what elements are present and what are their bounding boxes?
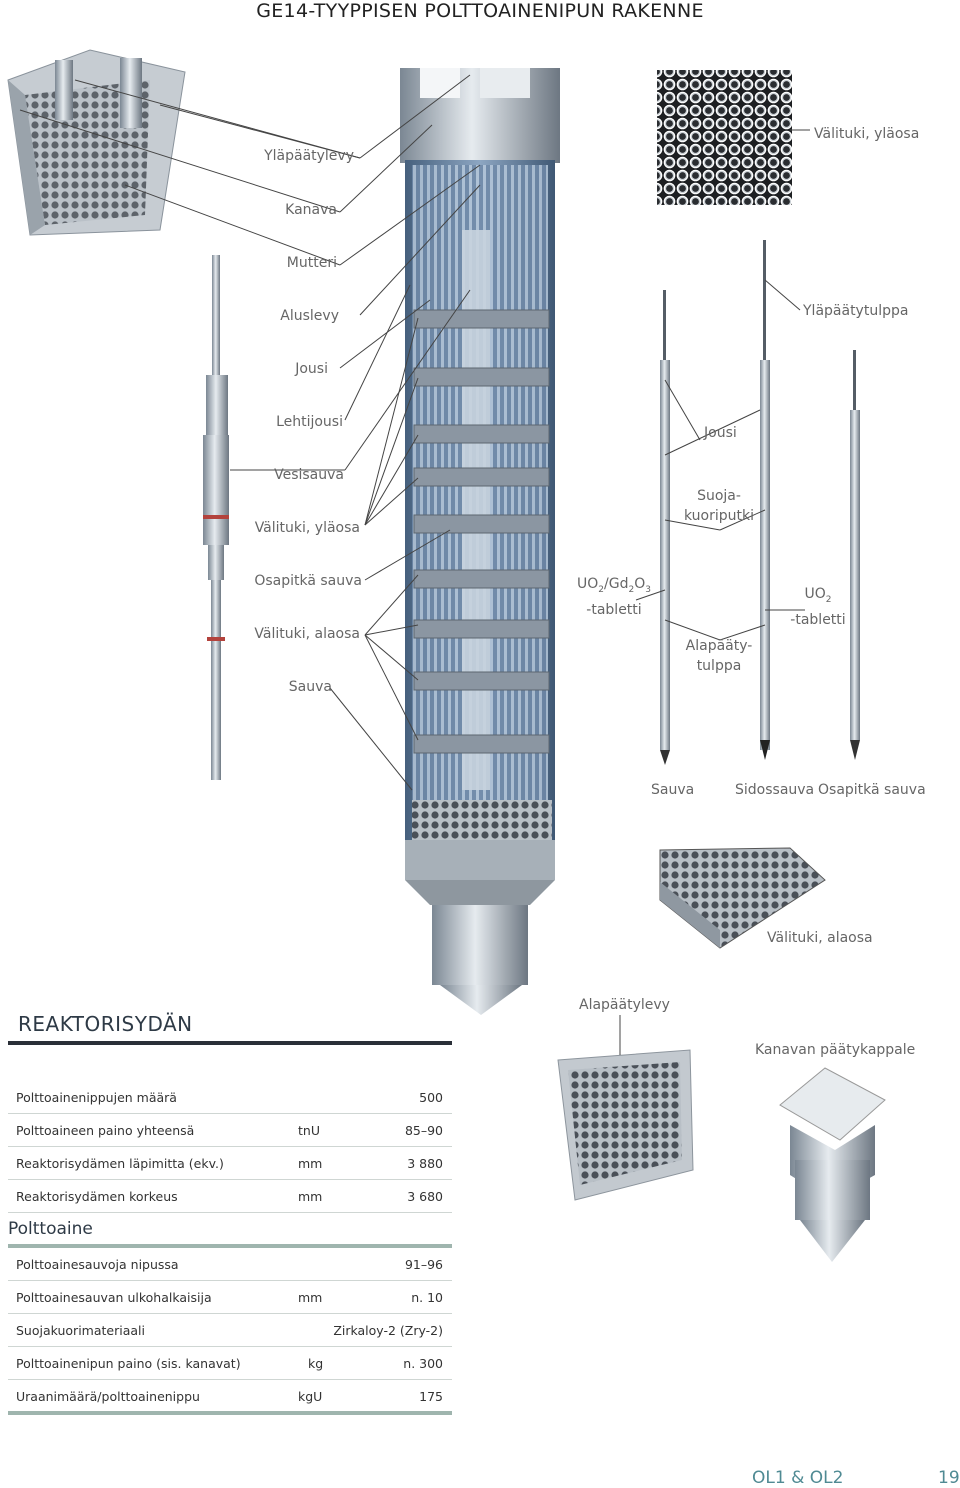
leader-lines: [19, 74, 810, 1055]
section-divider: [8, 1244, 452, 1248]
label-part-length-rod-bottom: Osapitkä sauva: [818, 782, 926, 798]
label-upper-tie-plate: Yläpäätylevy: [264, 148, 354, 164]
lower-spacer-image: [659, 847, 826, 949]
table-row: Reaktorisydämen korkeus mm 3 680: [8, 1179, 452, 1213]
page-number: 19: [938, 1468, 960, 1488]
table-row: Suojakuorimateriaali Zirkaloy-2 (Zry-2): [8, 1313, 452, 1347]
table-row: Uraanimäärä/polttoainenippu kgU 175: [16, 1389, 443, 1404]
table-row: Polttoainesauvoja nipussa 91–96: [8, 1247, 452, 1281]
table-row: Polttoainenippujen määrä 500: [8, 1080, 452, 1114]
label-spacer-top-right: Välituki, yläosa: [814, 126, 920, 142]
label-water-rod: Vesisauva: [274, 467, 344, 483]
label-lower-spacer: Välituki, alaosa: [254, 626, 360, 642]
section-heading-reactor-core: REAKTORISYDÄN: [18, 1012, 193, 1036]
table-row: Polttoaineen paino yhteensä tnU 85–90: [8, 1113, 452, 1147]
table-row: Polttoainesauvan ulkohalkaisija mm n. 10: [8, 1280, 452, 1314]
label-uo2-pellet: UO2 -tabletti: [790, 586, 846, 628]
label-upper-end-plug: Yläpäätytulppa: [803, 303, 909, 319]
fuel-rods-image: [660, 240, 860, 765]
table-row: Polttoainenipun paino (sis. kanavat) kg …: [8, 1346, 452, 1380]
label-lower-end-plug: Alapääty- tulppa: [685, 638, 753, 674]
water-rod-image: [203, 255, 229, 780]
label-washer: Aluslevy: [280, 308, 339, 324]
label-spacer-bottom-right: Välituki, alaosa: [767, 930, 873, 946]
label-channel: Kanava: [285, 202, 337, 218]
footer-plant-name: OL1 & OL2: [752, 1468, 844, 1488]
section-heading-fuel: Polttoaine: [8, 1219, 93, 1239]
label-channel-end-piece: Kanavan päätykappale: [755, 1042, 916, 1058]
label-rod-spring: Jousi: [704, 425, 737, 441]
label-part-length-rod: Osapitkä sauva: [254, 573, 362, 589]
section-divider: [8, 1411, 452, 1415]
lower-tie-plate-image: [557, 1049, 694, 1201]
channel-end-piece-image: [779, 1067, 886, 1262]
main-fuel-assembly-image: [400, 68, 560, 1015]
page-title: GE14-TYYPPISEN POLTTOAINENIPUN RAKENNE: [256, 0, 704, 22]
table-row: Reaktorisydämen läpimitta (ekv.) mm 3 88…: [8, 1146, 452, 1180]
label-rod: Sauva: [288, 679, 332, 695]
upper-spacer-image: [657, 70, 792, 205]
upper-tie-plate-image: [7, 49, 186, 236]
label-uo2-gd2o3-pellet: UO2/Gd2O3 -tabletti: [577, 576, 651, 618]
label-spring: Jousi: [295, 361, 328, 377]
label-rod-bottom: Sauva: [651, 782, 695, 798]
label-leaf-spring: Lehtijousi: [276, 414, 343, 430]
label-nut: Mutteri: [286, 255, 337, 271]
label-upper-spacer: Välituki, yläosa: [254, 520, 360, 536]
label-cladding: Suoja- kuoriputki: [683, 488, 754, 524]
label-tie-rod: Sidossauva: [735, 782, 815, 798]
section-divider: [8, 1041, 452, 1045]
label-lower-tie-plate: Alapäätylevy: [579, 997, 670, 1013]
